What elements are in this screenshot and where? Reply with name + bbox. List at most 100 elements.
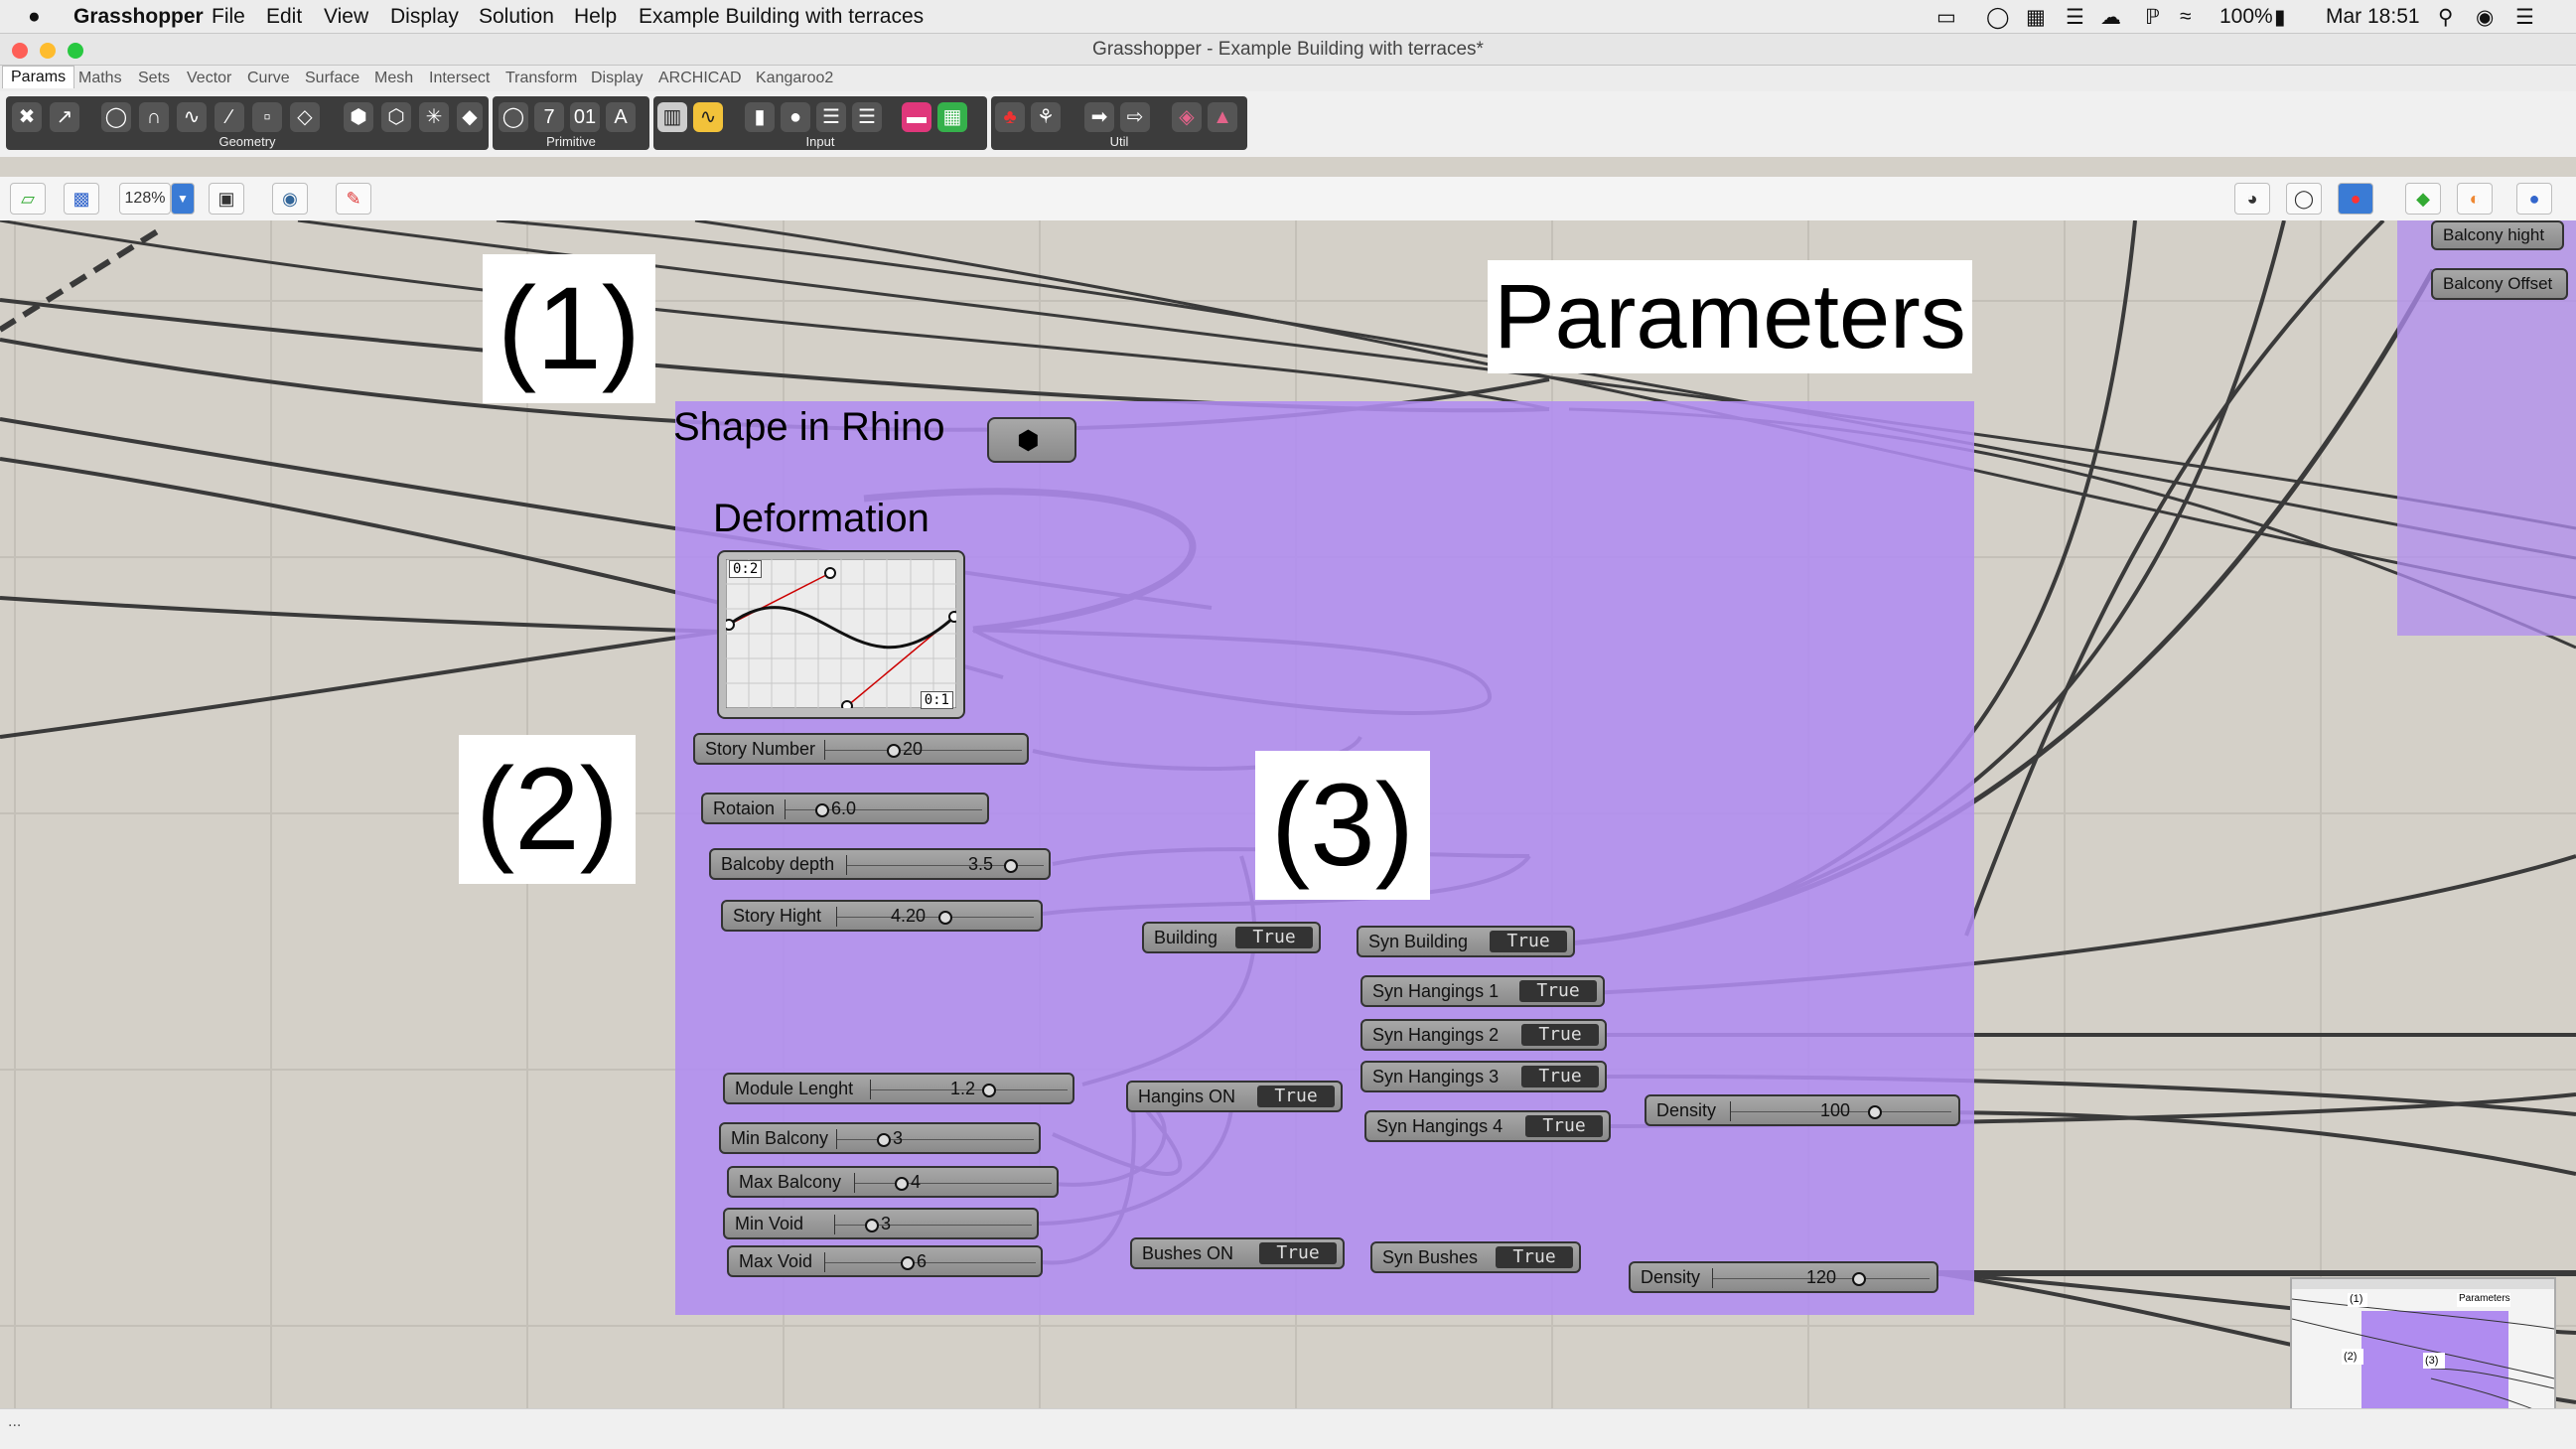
menu-view[interactable]: View [324,5,369,28]
tab-maths[interactable]: Maths [78,70,122,86]
group-geometry-label[interactable]: Geometry [218,134,276,149]
menu-document[interactable]: Example Building with terraces [639,5,925,28]
point-param-icon[interactable]: ✖ [12,102,42,132]
slider-max-void[interactable]: Max Void 6 [727,1245,1043,1277]
slider-track[interactable]: 3 [834,1214,1032,1234]
param-balcony-hight[interactable]: Balcony hight [2431,220,2564,250]
grasshopper-canvas[interactable]: (1) (2) (3) Parameters Shape in Rhino ⬢ … [0,220,2576,1408]
tab-curve[interactable]: Curve [247,70,290,86]
param-balcony-offset[interactable]: Balcony Offset [2431,268,2568,300]
slider-track[interactable]: 4 [854,1172,1052,1193]
slider-knob[interactable] [865,1219,879,1232]
preview-mode-icon[interactable]: ◕ [2234,183,2270,215]
toggle-building[interactable]: Building True [1142,922,1321,953]
slider-story-number[interactable]: Story Number 20 [693,733,1029,765]
note-parameters[interactable]: Parameters [1488,260,1972,373]
zoom-level[interactable]: 128% [119,183,171,215]
app-menu[interactable]: Grasshopper [73,5,204,28]
toggle-value[interactable]: True [1257,1086,1335,1107]
syn-value[interactable]: True [1519,980,1597,1002]
preview-settings-icon[interactable]: ● [2516,183,2552,215]
binary-param-icon[interactable]: 01 [570,102,600,132]
slider-knob[interactable] [1868,1105,1882,1119]
tab-kangaroo2[interactable]: Kangaroo2 [756,70,834,86]
slider-knob[interactable] [877,1133,891,1147]
preview-eye-icon[interactable]: ◉ [272,183,308,215]
syn-building[interactable]: Syn Building True [1357,926,1575,957]
syn-hangings-2[interactable]: Syn Hangings 2 True [1360,1019,1607,1051]
slider-knob[interactable] [815,803,829,817]
circle-param-icon[interactable]: ◯ [101,102,131,132]
line-param-icon[interactable]: ∕ [215,102,244,132]
flask-icon[interactable]: ▲ [1208,102,1237,132]
syn-value[interactable]: True [1525,1115,1603,1137]
slider-track[interactable]: 6 [824,1251,1036,1272]
arrow-outline-icon[interactable]: ⇨ [1120,102,1150,132]
tab-mesh[interactable]: Mesh [374,70,414,86]
syn-hangings-1[interactable]: Syn Hangings 1 True [1360,975,1605,1007]
geometry-param-component[interactable]: ⬢ [987,417,1076,463]
search-icon[interactable]: ⚲ [2438,6,2454,29]
close-window-button[interactable] [12,43,28,59]
canvas-minimap[interactable]: (1) (2) (3) Parameters [2290,1277,2556,1408]
list-icon[interactable]: ☰ [2066,6,2084,29]
menu-display[interactable]: Display [390,5,459,28]
slider-track[interactable]: 20 [824,739,1022,760]
slider-track[interactable]: 6.0 [785,798,982,819]
slider-rotaion[interactable]: Rotaion 6.0 [701,793,989,824]
selected-only-icon[interactable]: ◆ [2405,183,2441,215]
slider-track[interactable]: 1.2 [870,1079,1068,1099]
slider-knob[interactable] [887,744,901,758]
toggle-value[interactable]: True [1235,927,1313,948]
mesh-param-icon[interactable]: ✳ [419,102,449,132]
slider-track[interactable]: 3 [836,1128,1034,1149]
slider-min-balcony[interactable]: Min Balcony 3 [719,1122,1041,1154]
bluetooth-icon[interactable]: ℙ [2145,6,2160,29]
tab-transform[interactable]: Transform [505,70,578,86]
slider-density-bushes[interactable]: Density 120 [1629,1261,1938,1293]
note-three[interactable]: (3) [1255,751,1430,900]
syn-value[interactable]: True [1490,931,1567,952]
cherry-icon[interactable]: ♣ [995,102,1025,132]
blob-icon[interactable]: ◈ [1172,102,1202,132]
sketch-pen-icon[interactable]: ✎ [336,183,371,215]
syn-bushes[interactable]: Syn Bushes True [1370,1241,1581,1273]
clock[interactable]: Mar 18:51 [2326,5,2420,28]
open-file-icon[interactable]: ▱ [10,183,46,215]
integer-param-icon[interactable]: 7 [534,102,564,132]
arrow-right-icon[interactable]: ➡ [1084,102,1114,132]
zoom-window-button[interactable] [68,43,83,59]
boolean-toggle-icon[interactable]: ● [781,102,810,132]
wireframe-icon[interactable]: ◯ [2286,183,2322,215]
graph-mapper[interactable]: 0:2 0:1 [717,550,965,719]
slider-min-void[interactable]: Min Void 3 [723,1208,1039,1239]
toggle-value[interactable]: True [1259,1242,1337,1264]
slider-knob[interactable] [982,1084,996,1097]
document-preview-icon[interactable]: ◐ [2457,183,2493,215]
tab-archicad[interactable]: ARCHICAD [658,70,742,86]
shaded-preview-icon[interactable]: ● [2338,183,2373,215]
zoom-dropdown-icon[interactable]: ▼ [171,183,195,215]
cloud-icon[interactable]: ☁ [2100,6,2121,29]
tab-vector[interactable]: Vector [187,70,232,86]
syn-value[interactable]: True [1521,1024,1599,1046]
button-icon[interactable]: ▮ [745,102,775,132]
menu-help[interactable]: Help [574,5,618,28]
syn-hangings-4[interactable]: Syn Hangings 4 True [1364,1110,1611,1142]
group-primitive-label[interactable]: Primitive [546,134,596,149]
brep-param-icon[interactable]: ⬡ [381,102,411,132]
menu-solution[interactable]: Solution [479,5,554,28]
panel-icon[interactable]: ▥ [657,102,687,132]
slider-module-lenght[interactable]: Module Lenght 1.2 [723,1073,1074,1104]
group-util-label[interactable]: Util [1109,134,1129,149]
tab-params[interactable]: Params [2,66,75,88]
wifi-icon[interactable]: ≈ [2180,5,2192,28]
vector-param-icon[interactable]: ↗ [50,102,79,132]
slider-knob[interactable] [938,911,952,925]
curve-param-icon[interactable]: ∿ [177,102,207,132]
surface-param-icon[interactable]: ⬢ [344,102,373,132]
apple-icon[interactable]: ● [28,5,41,28]
toggle-hangins-on[interactable]: Hangins ON True [1126,1081,1343,1112]
rectangle-param-icon[interactable]: ◇ [290,102,320,132]
slider-track[interactable]: 120 [1712,1267,1930,1288]
